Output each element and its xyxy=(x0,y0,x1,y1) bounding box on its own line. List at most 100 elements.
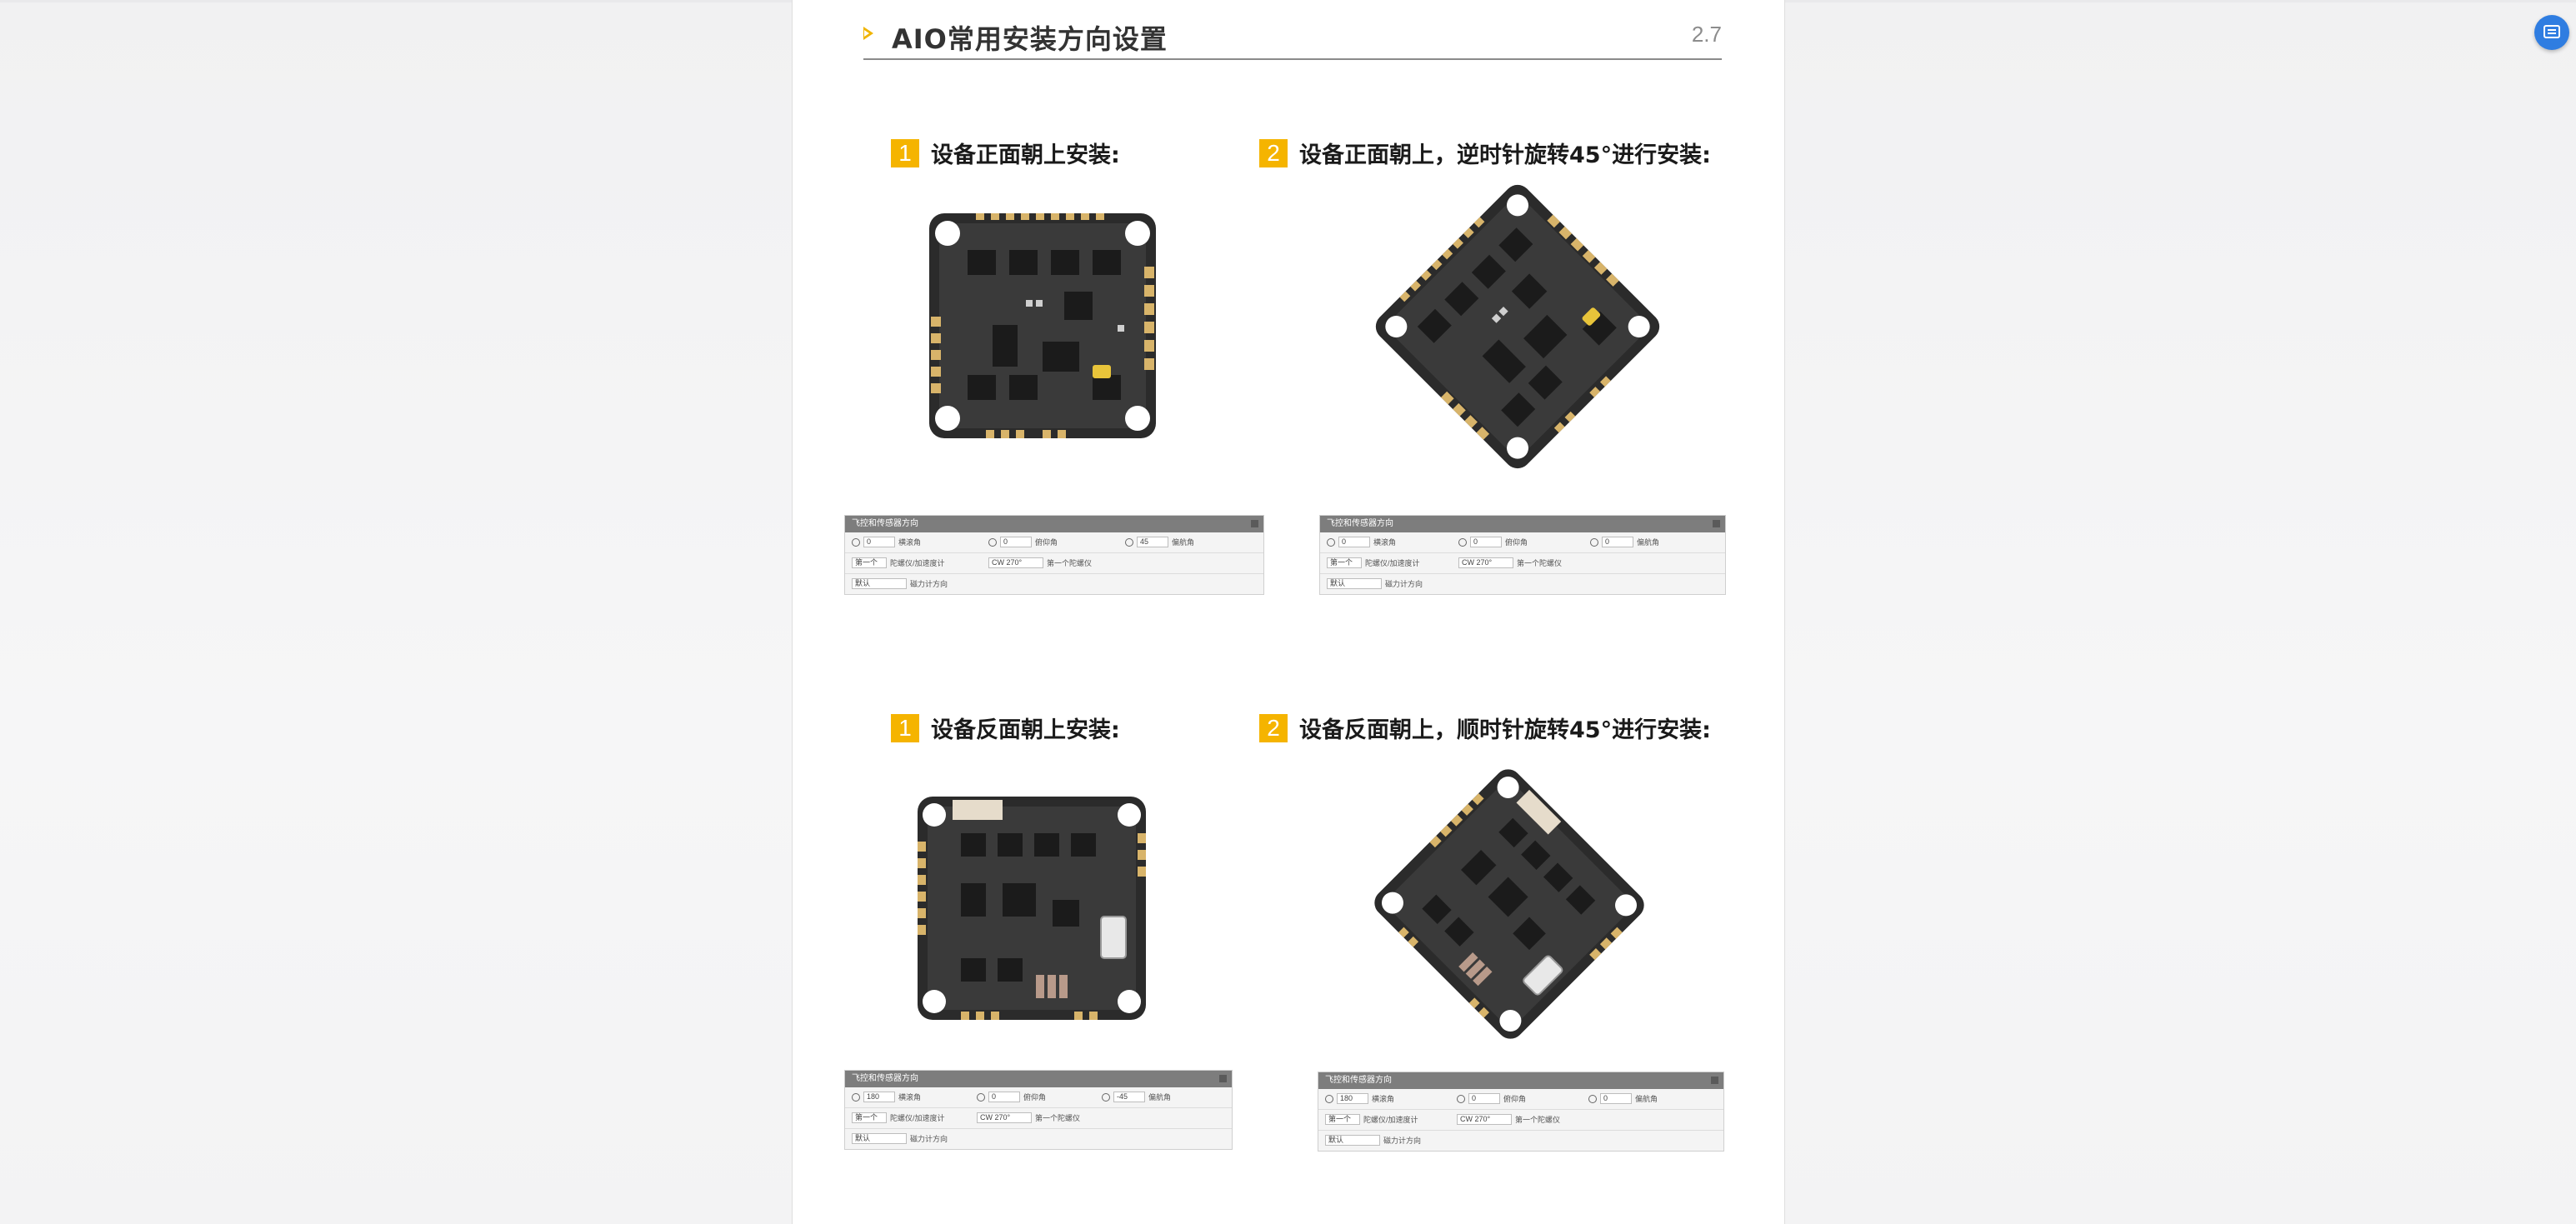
panel-header: 飞控和传感器方向 xyxy=(845,516,1263,532)
board-image-top xyxy=(918,200,1168,450)
yaw-input[interactable]: 45 xyxy=(1137,537,1168,547)
collapse-icon[interactable] xyxy=(1219,1075,1227,1082)
roll-input[interactable]: 0 xyxy=(1338,537,1370,547)
circuit-board-bottom-icon xyxy=(918,797,1146,1020)
yaw-label: 偏航角 xyxy=(1172,538,1195,547)
yaw-label: 偏航角 xyxy=(1148,1093,1172,1102)
floating-action-button[interactable] xyxy=(2534,15,2569,50)
roll-label: 横滚角 xyxy=(898,1093,922,1102)
panel-row-board: 第一个陀螺仪/加速度计 CW 270°第一个陀螺仪 xyxy=(1318,1110,1723,1131)
yaw-input[interactable]: -45 xyxy=(1113,1092,1145,1102)
roll-label: 横滚角 xyxy=(898,538,922,547)
section-title-text: 设备正面朝上安装: xyxy=(931,142,1120,168)
circuit-board-icon xyxy=(929,213,1156,438)
pitch-label: 俯仰角 xyxy=(1505,538,1528,547)
yaw-input[interactable]: 0 xyxy=(1602,537,1633,547)
yaw-icon xyxy=(1102,1092,1110,1102)
pitch-input[interactable]: 0 xyxy=(1468,1093,1500,1104)
section-title-face-up-ccw45: 2 设备正面朝上，逆时针旋转45°进行安装: xyxy=(1259,137,1711,169)
align-select[interactable]: CW 270° xyxy=(988,557,1043,568)
mag-select[interactable]: 默认 xyxy=(1325,1135,1380,1146)
panel-row-board: 第一个陀螺仪/加速度计 CW 270°第一个陀螺仪 xyxy=(845,1108,1232,1129)
board-select[interactable]: 第一个 xyxy=(1325,1114,1360,1125)
circuit-board-bottom-rotated-icon xyxy=(1374,769,1644,1039)
board-select[interactable]: 第一个 xyxy=(852,1112,887,1123)
pitch-label: 俯仰角 xyxy=(1035,538,1058,547)
roll-icon xyxy=(852,1092,860,1102)
roll-input[interactable]: 0 xyxy=(863,537,895,547)
panel-row-mag: 默认磁力计方向 xyxy=(1320,574,1725,594)
section-title-face-down-cw45: 2 设备反面朝上，顺时针旋转45°进行安装: xyxy=(1259,712,1711,744)
align-select[interactable]: CW 270° xyxy=(1458,557,1513,568)
align-select[interactable]: CW 270° xyxy=(1457,1114,1512,1125)
section-title-face-up: 1 设备正面朝上安装: xyxy=(891,137,1120,169)
panel-header: 飞控和传感器方向 xyxy=(1318,1072,1723,1089)
yaw-icon xyxy=(1588,1094,1597,1103)
pitch-label: 俯仰角 xyxy=(1503,1095,1527,1103)
roll-input[interactable]: 180 xyxy=(1337,1093,1368,1104)
roll-label: 横滚角 xyxy=(1373,538,1397,547)
roll-input[interactable]: 180 xyxy=(863,1092,895,1102)
panel-header-text: 飞控和传感器方向 xyxy=(1327,519,1393,528)
panel-row-board: 第一个陀螺仪/加速度计 CW 270° 第一个陀螺仪 xyxy=(1320,553,1725,574)
board-image-top-rotated xyxy=(1368,179,1668,475)
align-label: 第一个陀螺仪 xyxy=(1047,559,1093,567)
pitch-icon xyxy=(988,537,997,547)
panel-row-mag: 默认磁力计方向 xyxy=(845,1129,1232,1149)
collapse-icon[interactable] xyxy=(1713,520,1720,527)
board-label: 陀螺仪/加速度计 xyxy=(890,559,945,567)
panel-header: 飞控和传感器方向 xyxy=(1320,516,1725,532)
board-label: 陀螺仪/加速度计 xyxy=(890,1114,945,1122)
align-select[interactable]: CW 270° xyxy=(977,1112,1032,1123)
section-title-text: 设备反面朝上安装: xyxy=(931,717,1120,743)
roll-label: 横滚角 xyxy=(1372,1095,1395,1103)
board-image-bottom xyxy=(911,792,1153,1025)
circuit-board-rotated-icon xyxy=(1375,184,1660,469)
pitch-input[interactable]: 0 xyxy=(988,1092,1020,1102)
step-badge: 2 xyxy=(1259,138,1288,167)
panel-header-text: 飞控和传感器方向 xyxy=(1325,1076,1392,1085)
yaw-input[interactable]: 0 xyxy=(1600,1093,1632,1104)
mag-select[interactable]: 默认 xyxy=(852,1133,907,1144)
board-image-bottom-rotated xyxy=(1368,762,1659,1054)
play-triangle-icon xyxy=(863,27,873,40)
panel-header-text: 飞控和传感器方向 xyxy=(852,1074,918,1083)
panel-header-text: 飞控和传感器方向 xyxy=(852,519,918,528)
yaw-label: 偏航角 xyxy=(1637,538,1660,547)
align-label: 第一个陀螺仪 xyxy=(1515,1116,1561,1124)
mag-label: 磁力计方向 xyxy=(910,580,948,588)
collapse-icon[interactable] xyxy=(1251,520,1258,527)
board-select[interactable]: 第一个 xyxy=(852,557,887,568)
pitch-label: 俯仰角 xyxy=(1023,1093,1047,1102)
pitch-icon xyxy=(1457,1094,1465,1103)
step-badge: 1 xyxy=(891,138,919,167)
document-page: AIO常用安装方向设置 2.7 1 设备正面朝上安装: xyxy=(792,0,1785,1224)
mag-select[interactable]: 默认 xyxy=(1327,578,1382,589)
pitch-input[interactable]: 0 xyxy=(1000,537,1032,547)
board-label: 陀螺仪/加速度计 xyxy=(1365,559,1420,567)
yaw-icon xyxy=(1125,537,1133,547)
align-label: 第一个陀螺仪 xyxy=(1517,559,1563,567)
panel-row-mag: 默认磁力计方向 xyxy=(1318,1131,1723,1151)
collapse-icon[interactable] xyxy=(1711,1077,1718,1084)
step-badge: 2 xyxy=(1259,713,1288,742)
page-number: 2.7 xyxy=(1691,22,1722,47)
mag-label: 磁力计方向 xyxy=(1383,1137,1422,1145)
align-label: 第一个陀螺仪 xyxy=(1035,1114,1081,1122)
pitch-input[interactable]: 0 xyxy=(1470,537,1502,547)
panel-header: 飞控和传感器方向 xyxy=(845,1071,1232,1087)
section-title-text: 设备正面朝上，逆时针旋转45°进行安装: xyxy=(1299,142,1711,168)
section-title-text: 设备反面朝上，顺时针旋转45°进行安装: xyxy=(1299,717,1711,743)
board-select[interactable]: 第一个 xyxy=(1327,557,1362,568)
mag-select[interactable]: 默认 xyxy=(852,578,907,589)
roll-icon xyxy=(1325,1094,1333,1103)
page-title: AIO常用安装方向设置 xyxy=(892,23,1168,55)
